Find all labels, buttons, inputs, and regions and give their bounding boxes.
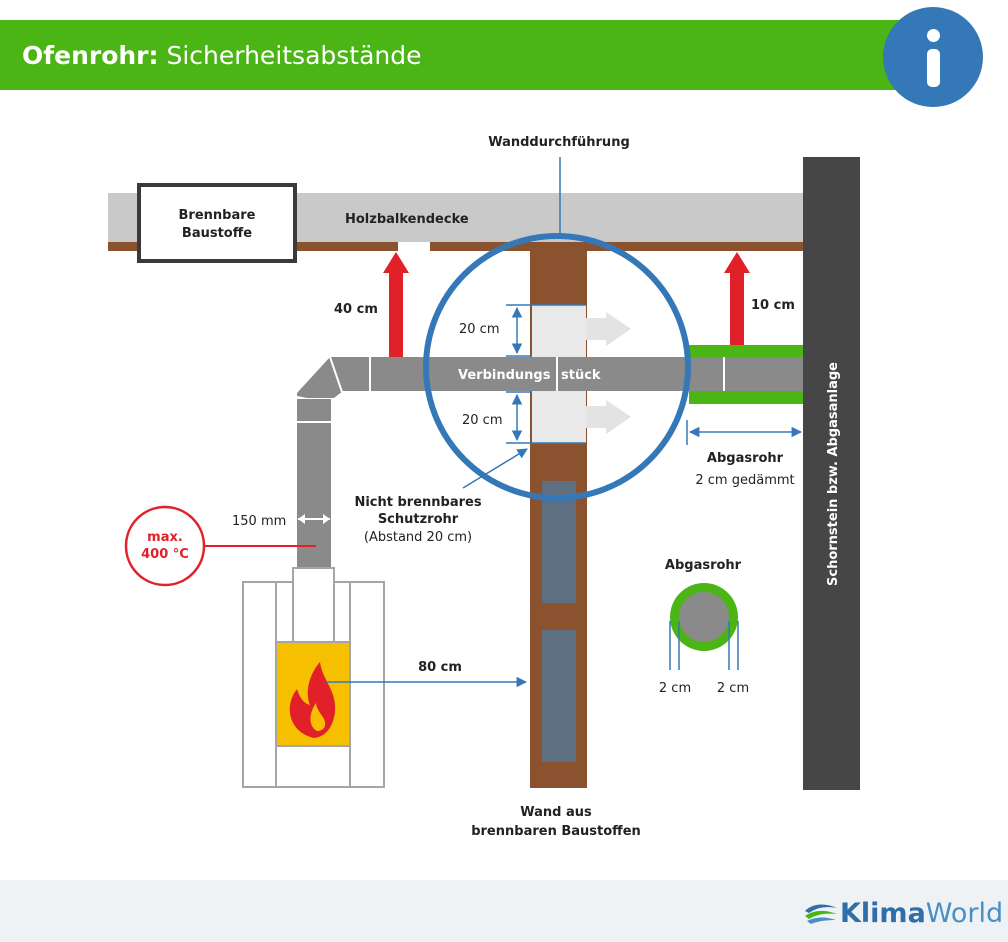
- abgasrohr-side-sublabel: 2 cm gedämmt: [695, 473, 794, 488]
- distance-150mm: 150 mm: [232, 514, 286, 529]
- logo-part-klima: Klima: [840, 898, 926, 929]
- max-temp-line2: 400 °C: [141, 547, 189, 562]
- info-icon-bar: [927, 49, 940, 87]
- max-temp-line1: max.: [147, 530, 183, 545]
- protection-tube-label-3: (Abstand 20 cm): [364, 530, 472, 545]
- heat-arrow-top: [586, 312, 631, 346]
- red-arrow-10-head: [724, 252, 750, 273]
- red-arrow-40-shaft: [389, 272, 403, 357]
- distance-20cm-bottom: 20 cm: [462, 413, 503, 428]
- connector-label-a: Verbindungs: [458, 368, 551, 383]
- distance-10cm: 10 cm: [751, 298, 795, 313]
- chimney: [803, 157, 860, 790]
- connector-label-b: stück: [561, 368, 601, 383]
- distance-40cm: 40 cm: [334, 302, 378, 317]
- red-arrow-10-shaft: [730, 272, 744, 345]
- vertical-flue-pipe: [297, 399, 331, 569]
- info-icon[interactable]: [883, 7, 983, 107]
- info-icon-dot: [927, 29, 940, 42]
- abgasrohr-side-label: Abgasrohr: [707, 451, 784, 466]
- abgasrohr-cross-label: Abgasrohr: [665, 558, 742, 573]
- ceiling-beam-right: [430, 242, 805, 251]
- cross-dim-left: 2 cm: [659, 681, 691, 696]
- dim-150mm-head-l: [298, 514, 305, 524]
- distance-20cm-top: 20 cm: [459, 322, 500, 337]
- protection-tube-label-1: Nicht brennbares: [354, 495, 481, 510]
- header-bar: [0, 20, 925, 90]
- klimaworld-logo[interactable]: KlimaWorld: [840, 898, 1003, 929]
- combustible-label-line2: Baustoffe: [182, 226, 252, 241]
- page-title: Ofenrohr: Sicherheitsabstände: [22, 20, 422, 90]
- logo-part-world: World: [925, 898, 1004, 929]
- dim-150mm-head-r: [323, 514, 330, 524]
- ceiling-label: Holzbalkendecke: [345, 212, 469, 227]
- pipe-elbow: [297, 357, 343, 398]
- footer: [0, 880, 1008, 942]
- cross-dim-right: 2 cm: [717, 681, 749, 696]
- title-rest: Sicherheitsabstände: [158, 41, 422, 70]
- distance-80cm: 80 cm: [418, 660, 462, 675]
- combustible-materials-box: [137, 183, 297, 263]
- wall-passage-highlight: [423, 233, 691, 501]
- red-arrow-40-head: [383, 252, 409, 273]
- wall-label-1: Wand aus: [520, 805, 592, 820]
- stove-flue-collar: [292, 567, 335, 643]
- klimaworld-logo-icon: [805, 904, 837, 924]
- connector-pipe: [343, 357, 803, 391]
- protection-tube-label-2: Schutzrohr: [378, 512, 459, 527]
- wall-insulation-lower: [542, 630, 576, 762]
- wall-passage-label: Wanddurchführung: [488, 135, 630, 150]
- title-bold: Ofenrohr:: [22, 41, 159, 70]
- flame-inner-icon: [310, 703, 326, 731]
- heat-arrow-bottom: [586, 400, 631, 434]
- combustible-label-line1: Brennbare: [179, 208, 256, 223]
- chimney-label: Schornstein bzw. Abgasanlage: [826, 362, 841, 586]
- max-temp-badge: [124, 505, 206, 587]
- protection-tube-leader: [462, 448, 528, 489]
- wall-insulation-upper: [542, 481, 576, 603]
- elbow-joint: [329, 356, 343, 393]
- wall-label-2: brennbaren Baustoffen: [471, 824, 641, 839]
- cross-section-pipe: [679, 592, 729, 642]
